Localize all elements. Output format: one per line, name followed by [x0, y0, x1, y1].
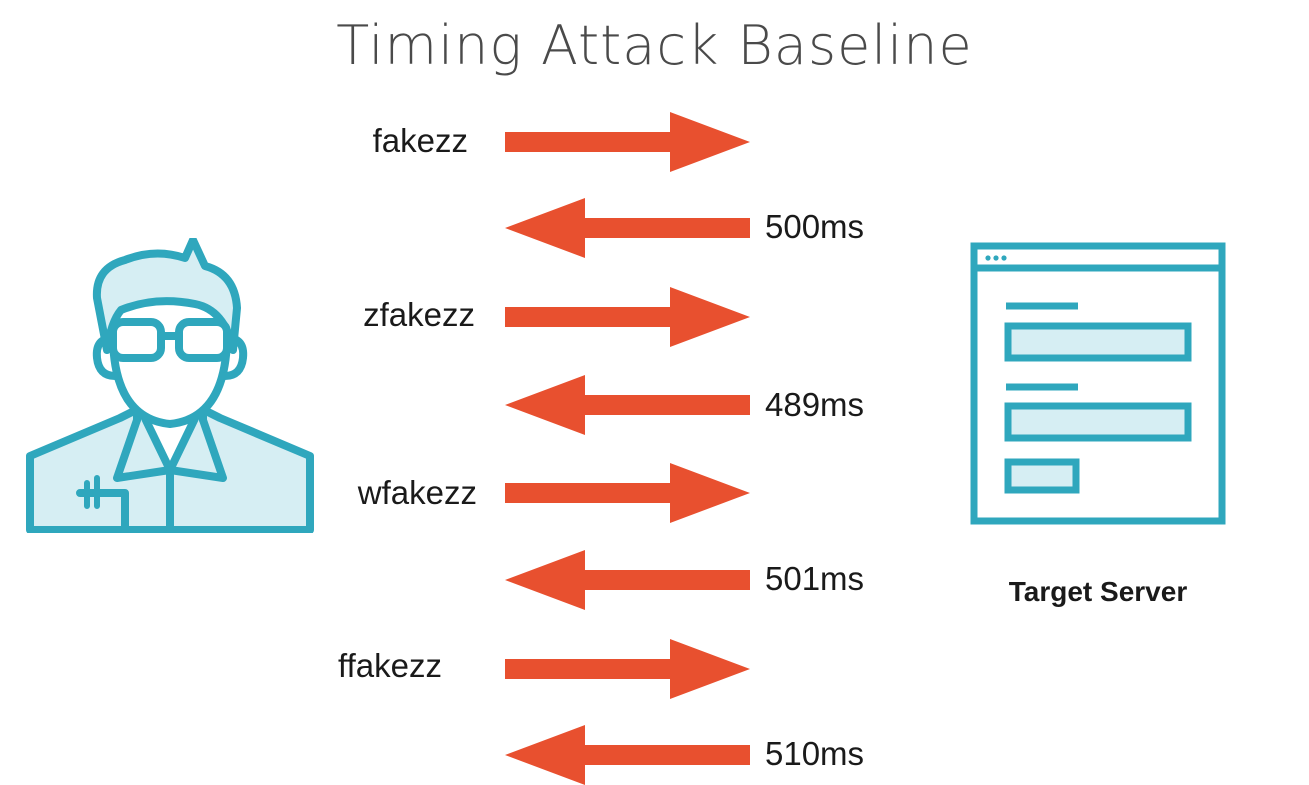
server-window-icon	[970, 242, 1226, 525]
server-label: Target Server	[1008, 576, 1188, 607]
request-arrow	[505, 112, 750, 172]
request-arrow	[505, 463, 750, 523]
response-time-label: 501ms	[765, 560, 865, 597]
user-icon	[26, 238, 314, 533]
request-label: wfakezz	[357, 474, 477, 511]
request-arrow	[505, 639, 750, 699]
page-title: Timing Attack Baseline	[336, 14, 973, 77]
request-label: fakezz	[372, 122, 468, 159]
response-arrow	[505, 550, 750, 610]
response-time-label: 500ms	[765, 208, 865, 245]
response-arrow	[505, 375, 750, 435]
request-arrow	[505, 287, 750, 347]
response-arrow	[505, 725, 750, 785]
request-label: ffakezz	[338, 647, 442, 684]
response-time-label: 510ms	[765, 735, 865, 772]
response-time-label: 489ms	[765, 386, 865, 423]
response-arrow	[505, 198, 750, 258]
request-label: zfakezz	[363, 296, 475, 333]
